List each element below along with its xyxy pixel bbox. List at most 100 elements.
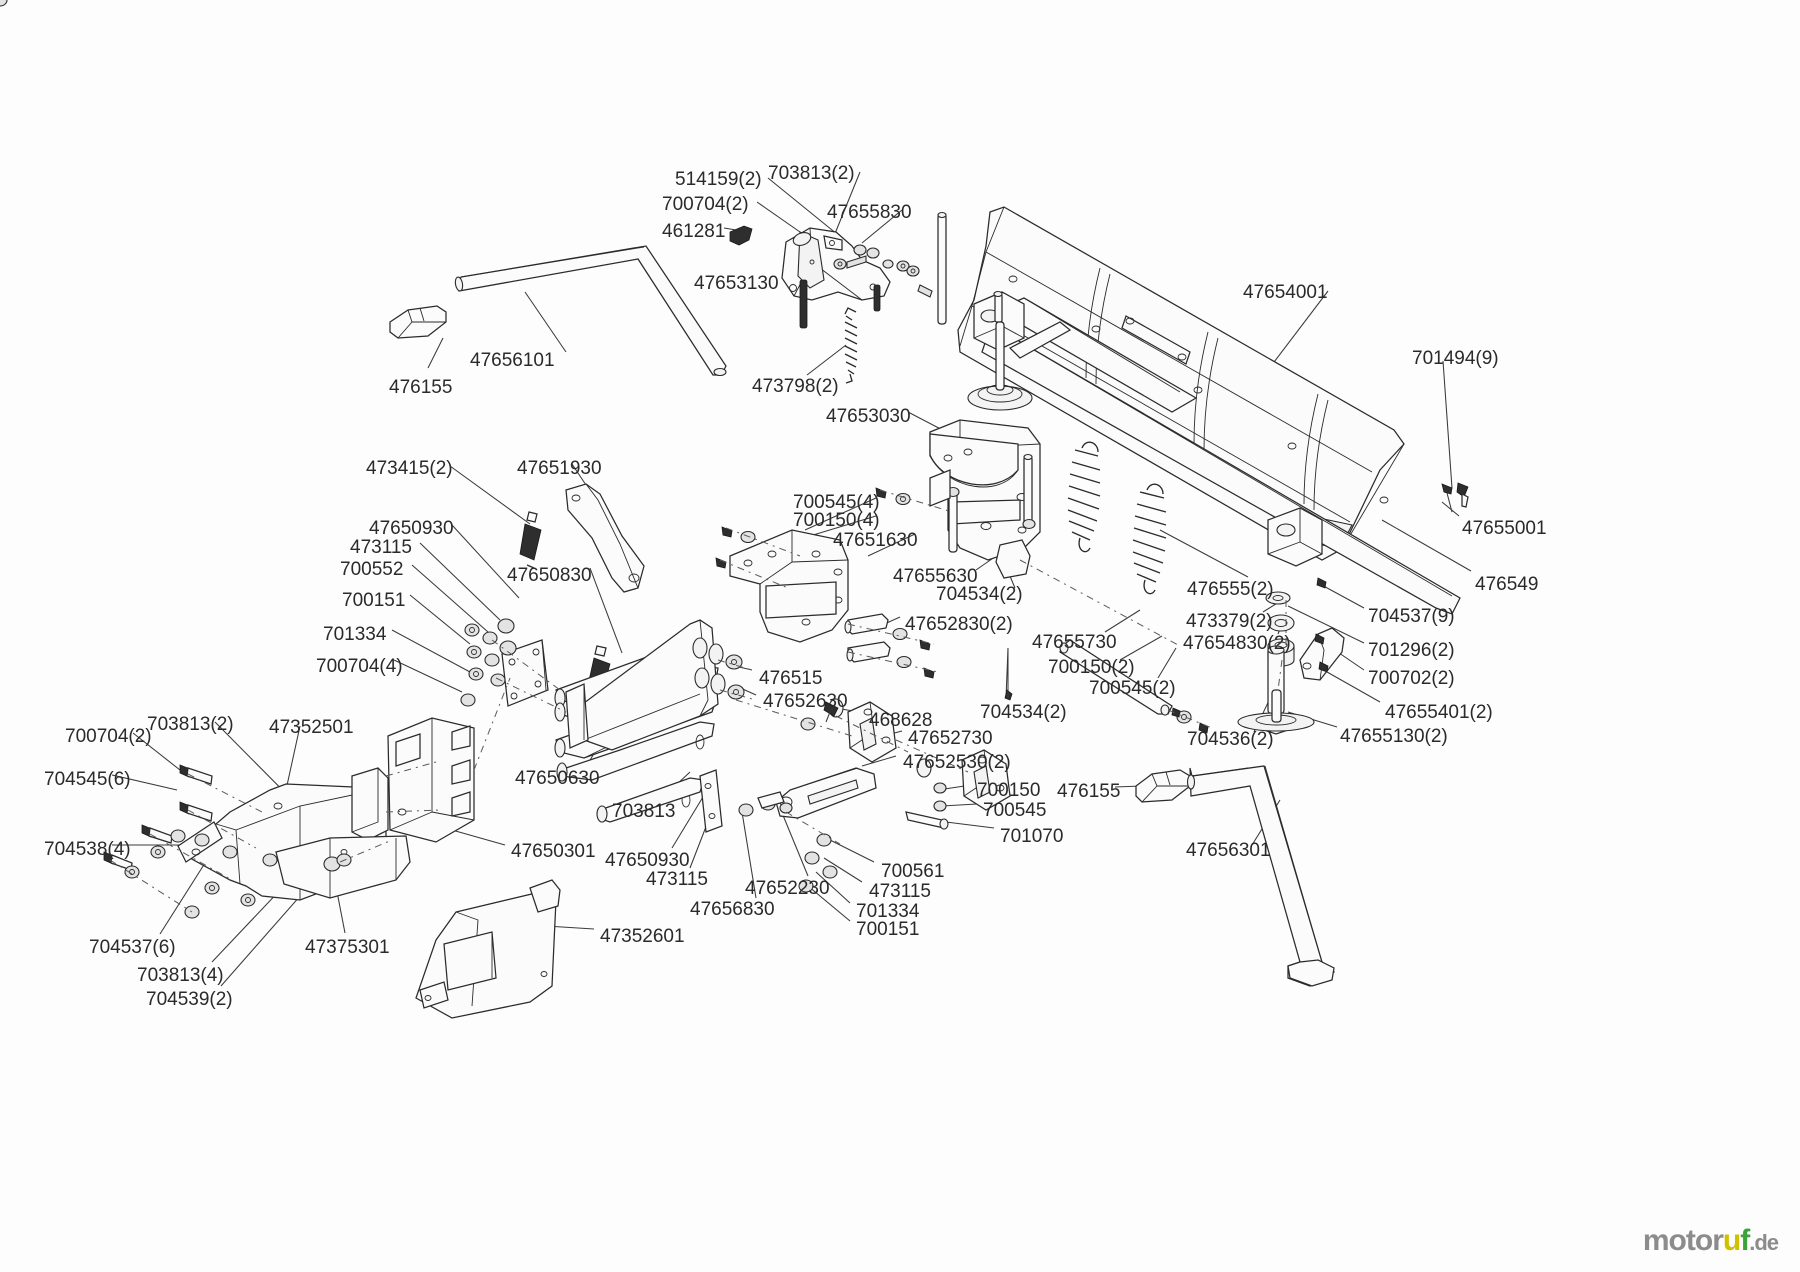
part-label-476155: 476155 bbox=[1057, 781, 1121, 802]
part-label-7045362: 704536(2) bbox=[1187, 729, 1274, 750]
leader-line bbox=[861, 755, 897, 767]
part-47652830-rods bbox=[844, 613, 1013, 701]
leader-line bbox=[393, 659, 463, 693]
part-47650301-bigplate bbox=[387, 717, 475, 843]
part-label-700552: 700552 bbox=[340, 559, 404, 580]
part-label-476515: 476515 bbox=[759, 668, 823, 689]
part-label-7007044: 700704(4) bbox=[316, 656, 403, 677]
part-label-47650830: 47650830 bbox=[507, 565, 592, 586]
part-label-7007022: 700702(2) bbox=[1368, 668, 1455, 689]
part-label-7045342: 704534(2) bbox=[936, 584, 1023, 605]
leader-line bbox=[1442, 360, 1453, 489]
leader-line bbox=[945, 821, 995, 829]
part-label-47656101: 47656101 bbox=[470, 350, 555, 371]
part-label-4737982: 473798(2) bbox=[752, 376, 839, 397]
part-label-47352601: 47352601 bbox=[600, 926, 685, 947]
leader-line bbox=[807, 885, 851, 922]
leader-line bbox=[1119, 635, 1163, 661]
part-label-7045456: 704545(6) bbox=[44, 769, 131, 790]
part-label-476528302: 47652830(2) bbox=[905, 614, 1013, 635]
leader-line bbox=[756, 201, 801, 233]
part-47352601-bottom-plate bbox=[415, 879, 561, 1019]
part-47653030-center-bracket bbox=[929, 419, 1041, 579]
part-47651930-link bbox=[565, 483, 645, 593]
part-left-bolt-stack bbox=[460, 618, 517, 707]
part-label-7038132: 703813(2) bbox=[147, 714, 234, 735]
part-label-47653030: 47653030 bbox=[826, 406, 911, 427]
part-514159-703813-hardware bbox=[833, 244, 880, 270]
part-label-4734152: 473415(2) bbox=[366, 458, 453, 479]
leader-line bbox=[1157, 647, 1177, 679]
leader-line bbox=[833, 171, 861, 237]
part-label-473115: 473115 bbox=[646, 869, 708, 890]
part-label-476525302: 47652530(2) bbox=[903, 752, 1011, 773]
part-label-5141592: 514159(2) bbox=[675, 169, 762, 190]
watermark-part-2: u bbox=[1722, 1224, 1741, 1257]
part-label-47653130: 47653130 bbox=[694, 273, 779, 294]
part-701494-screw bbox=[1456, 482, 1469, 508]
part-47651630-bracket bbox=[729, 529, 849, 643]
watermark-part-3: f bbox=[1740, 1224, 1750, 1257]
part-47650930-hardware-lower bbox=[738, 791, 785, 817]
leader-line bbox=[741, 811, 757, 899]
leader-line bbox=[1319, 667, 1381, 703]
part-476555-spring-a bbox=[1067, 441, 1101, 553]
part-label-476548302: 47654830(2) bbox=[1183, 633, 1291, 654]
leader-line bbox=[451, 524, 520, 599]
part-label-47375301: 47375301 bbox=[305, 937, 390, 958]
part-47375301-plate bbox=[275, 835, 411, 899]
part-473798-spring bbox=[844, 307, 858, 384]
part-47652230-arm bbox=[775, 767, 877, 819]
part-476155-grip-right bbox=[1135, 769, 1191, 803]
part-label-7045342: 704534(2) bbox=[980, 702, 1067, 723]
part-47655730-rod bbox=[1059, 639, 1209, 734]
part-label-700545: 700545 bbox=[983, 800, 1047, 821]
part-label-47655830: 47655830 bbox=[827, 202, 912, 223]
part-label-473115: 473115 bbox=[350, 537, 412, 558]
part-label-476549: 476549 bbox=[1475, 574, 1539, 595]
leader-line bbox=[132, 732, 181, 771]
leader-line bbox=[589, 567, 623, 654]
part-label-701070: 701070 bbox=[1000, 826, 1064, 847]
part-47655401-lever bbox=[1299, 627, 1345, 681]
part-473379-washers bbox=[1265, 591, 1295, 632]
leader-line bbox=[671, 791, 707, 849]
part-label-7045392: 704539(2) bbox=[146, 989, 233, 1010]
part-aframe-plate bbox=[565, 619, 719, 751]
part-47655130-stud-disc bbox=[1237, 645, 1315, 735]
part-blade-base-rail bbox=[981, 297, 1461, 615]
leader-line bbox=[411, 564, 489, 633]
part-label-47655001: 47655001 bbox=[1462, 518, 1547, 539]
leader-line bbox=[409, 594, 471, 645]
assembly-dashed-lines bbox=[109, 489, 1287, 913]
part-label-476155: 476155 bbox=[389, 377, 453, 398]
leader-line bbox=[867, 533, 916, 557]
part-label-473115: 473115 bbox=[869, 881, 931, 902]
leader-line bbox=[823, 857, 863, 883]
leader-line bbox=[806, 344, 847, 376]
part-label-7045379: 704537(9) bbox=[1368, 606, 1455, 627]
leader-line bbox=[861, 209, 903, 244]
watermark-motoruf: motoruf.de bbox=[1642, 1224, 1779, 1258]
part-label-701334: 701334 bbox=[323, 624, 387, 645]
part-label-47655630: 47655630 bbox=[893, 566, 978, 587]
part-blade-pivot-boxes bbox=[967, 290, 1323, 567]
leader-line bbox=[524, 291, 567, 353]
part-label-47650930: 47650930 bbox=[369, 518, 454, 539]
leader-line bbox=[815, 871, 851, 904]
part-47652630-hardware bbox=[779, 698, 949, 893]
part-label-700151: 700151 bbox=[342, 590, 406, 611]
leader-line bbox=[941, 803, 978, 807]
part-label-7038132: 703813(2) bbox=[768, 163, 855, 184]
part-461281-clip bbox=[729, 225, 753, 246]
part-label-700561: 700561 bbox=[881, 861, 945, 882]
part-label-703813: 703813 bbox=[612, 801, 676, 822]
watermark-part-1: motor bbox=[1642, 1224, 1724, 1257]
part-label-47655730: 47655730 bbox=[1032, 632, 1117, 653]
part-label-7038134: 703813(4) bbox=[137, 965, 224, 986]
part-47655001-screw bbox=[1441, 483, 1453, 513]
watermark-part-4: .de bbox=[1749, 1230, 1779, 1255]
part-label-7014949: 701494(9) bbox=[1412, 348, 1499, 369]
